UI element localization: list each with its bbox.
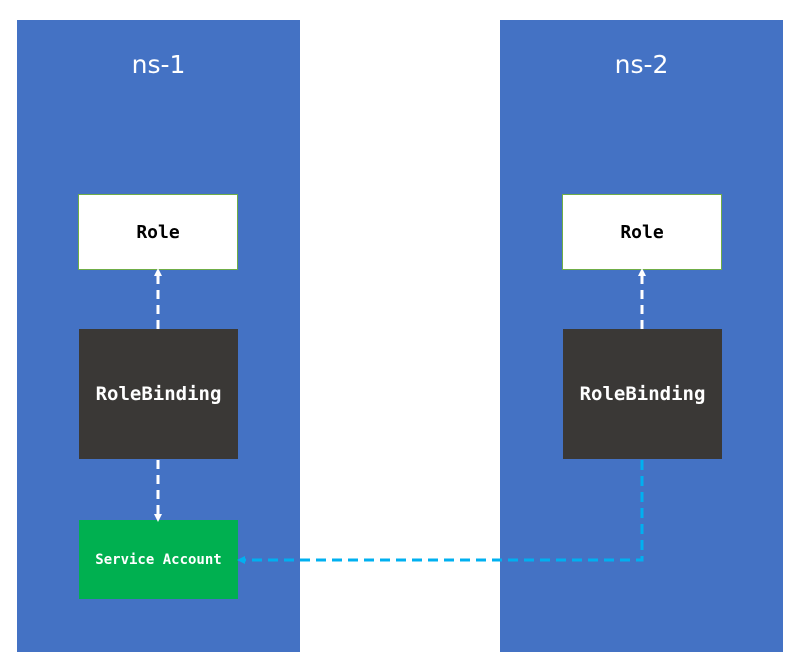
rolebinding-node-ns-1: RoleBinding [79,329,238,459]
rolebinding-label: RoleBinding [95,383,222,405]
role-node-ns-2: Role [562,194,722,270]
rolebinding-label: RoleBinding [579,383,706,405]
namespace-title: ns-2 [614,50,669,79]
service-account-node-ns-1: Service Account [79,520,238,599]
role-label: Role [620,221,664,243]
rolebinding-node-ns-2: RoleBinding [563,329,722,459]
role-node-ns-1: Role [78,194,238,270]
namespace-title: ns-1 [131,50,186,79]
service-account-label: Service Account [95,551,222,568]
role-label: Role [136,221,180,243]
